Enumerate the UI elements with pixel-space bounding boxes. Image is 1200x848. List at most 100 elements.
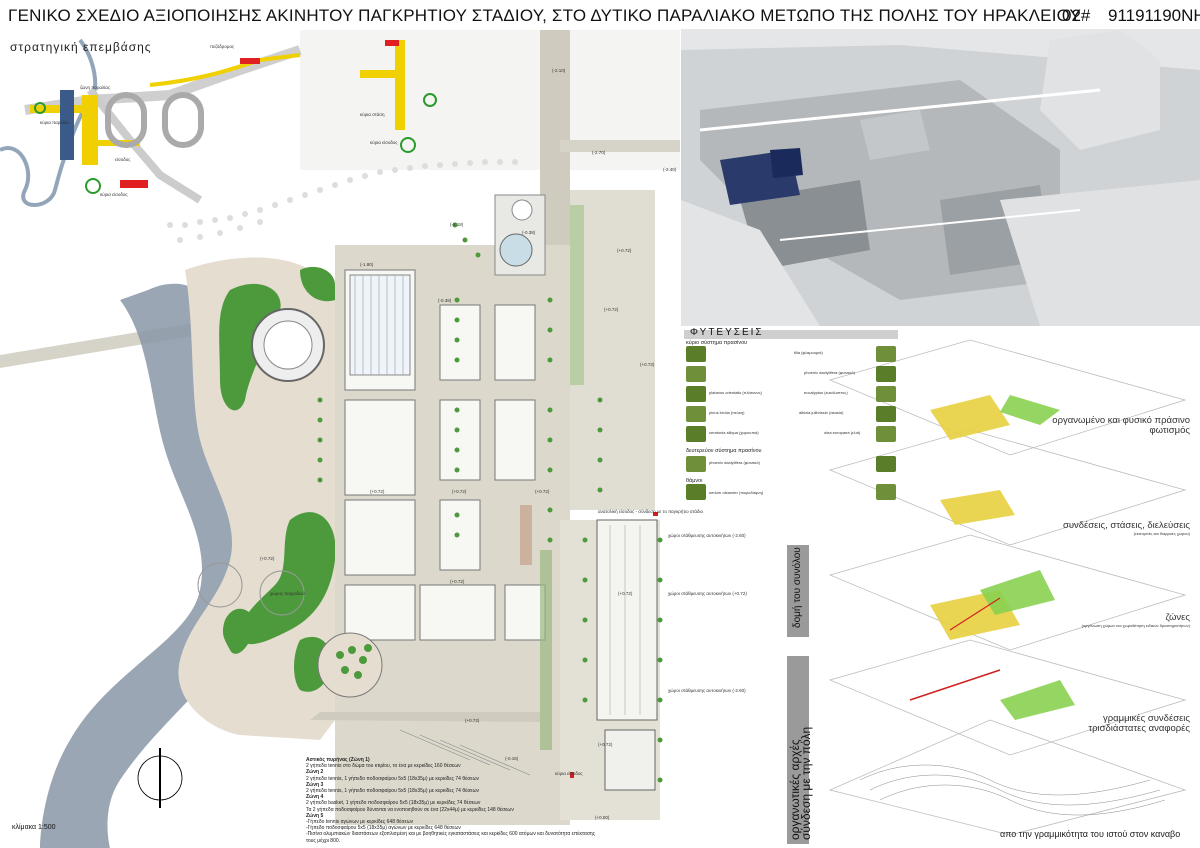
plant-row: tilia (φλαμουριά) — [684, 346, 898, 364]
plants-sub: θάμνοι — [686, 478, 703, 484]
side-label-structure: δομή του συνόλου — [792, 547, 803, 628]
note-heading: Ζώνη 3 — [306, 781, 324, 788]
strategy-note: κύρια είσοδος — [370, 140, 398, 145]
level-label: (+0.00) — [595, 815, 610, 820]
level-label: (+0.72) — [640, 362, 655, 367]
plant-row: phoenix dactylifera (φοινικιά) — [684, 366, 898, 384]
plant-image — [876, 426, 896, 442]
plant-label: pinus brutia (πεύκη) — [709, 410, 745, 415]
plant-label: tilia (φλαμουριά) — [794, 350, 823, 355]
strategy-note: είσοδος — [115, 157, 131, 162]
level-label: (+0.72) — [260, 556, 275, 561]
diagram-caption-line: φυσικό πράσινο — [1122, 415, 1190, 426]
level-label: (+0.72) — [535, 489, 550, 494]
plant-row: platanus orientalis (πλάτανος) eucalyptu… — [684, 386, 898, 404]
plant-label: ceratonia siliqua (χαρουπιά) — [709, 430, 759, 435]
diagram-caption: συνδέσεις, στάσεις, διελεύσεις — [1062, 520, 1190, 531]
note-line: -Γήπεδο tennis αγώνων με κερκίδες 648 θέ… — [306, 819, 414, 826]
plant-image — [876, 366, 896, 382]
diagram-caption-line: οργανωμένο και — [1052, 415, 1120, 426]
plant-image — [686, 366, 706, 382]
plant-label: phoenix dactylifera (φοινικιά) — [804, 370, 855, 375]
parking-label: χώροι στάθμευσης αυτοκινήτων (-2.60) — [668, 533, 746, 538]
sheet-code: 91191190NH — [1108, 6, 1200, 25]
note-heading: Ζώνη 5 — [306, 812, 324, 819]
plant-label: nerium oleander (πικροδάφνη) — [709, 490, 764, 495]
plant-label: phoenix dactylifera (φοινικιά) — [709, 460, 760, 465]
note-line: 2 γήπεδα tennis στο δώμα του κτιρίου, το… — [306, 763, 461, 770]
plant-label: olea europaea (ελιά) — [824, 430, 861, 435]
note-line: -Πισίνα ολυμπιακών διαστάσεων εξοπλισμέν… — [306, 831, 596, 844]
strategy-note: ζώνη παραλίας — [80, 85, 111, 90]
diagram-caption-line: τρισδιάστατες αναφορές — [1088, 723, 1190, 734]
note-line: Τα 2 γήπεδα ποδοσφαίρου δύνανται να ενοπ… — [306, 806, 514, 813]
level-label: (+0.72) — [370, 489, 385, 494]
level-label: (+0.72) — [617, 248, 632, 253]
level-label: (-0.38) — [522, 230, 536, 235]
plant-image — [686, 426, 706, 442]
plant-image — [876, 386, 896, 402]
plant-image — [686, 484, 706, 500]
level-label: (-1.80) — [360, 262, 374, 267]
level-label: (+0.72) — [598, 742, 613, 747]
strategy-label: στρατηγική επεμβάσης — [10, 40, 152, 54]
plant-image — [686, 386, 706, 402]
level-label: (+0.72) — [452, 489, 467, 494]
level-label: (-2.18) — [450, 222, 464, 227]
page-title: ΓΕΝΙΚΟ ΣΧΕΔΙΟ ΑΞΙΟΠΟΙΗΣΗΣ ΑΚΙΝΗΤΟΥ ΠΑΓΚΡ… — [8, 6, 1082, 25]
note-line: 2 γήπεδα tennis, 1 γήπεδο ποδοσφαίρου 5x… — [306, 788, 480, 795]
note-heading: Αστικός πυρήνας (Ζώνη 1) — [306, 757, 370, 763]
plant-image — [686, 456, 706, 472]
diagram-caption: ζώνες — [1165, 612, 1190, 623]
level-label: (+0.72) — [604, 307, 619, 312]
note-heading: Ζώνη 4 — [306, 794, 324, 801]
sheet-number: 02# — [1062, 6, 1091, 25]
strategy-note: κύρια παραλία — [40, 120, 69, 125]
bottom-caption: απο την γραμμικότητα του ιστού στον κανα… — [1000, 829, 1181, 839]
plant-image — [876, 484, 896, 500]
plant-image — [686, 346, 706, 362]
level-label: (-0.16) — [505, 756, 519, 761]
level-label: (+0.72) — [465, 718, 480, 723]
plant-row: phoenix dactylifera (φοινικιά) — [684, 456, 898, 474]
strategy-note: κύρια είσοδος — [100, 192, 128, 197]
note-line: -Γήπεδο ποδοσφαίρου 5x5 (18x35μ) αγώνων … — [306, 825, 461, 832]
note-line: 2 γήπεδα basket, 1 γήπεδο ποδοσφαίρου 5x… — [306, 800, 481, 807]
level-label: (-2.10) — [552, 68, 566, 73]
plant-image — [876, 406, 896, 422]
diagram-caption-line: γραμμικές συνδέσεις — [1102, 713, 1190, 724]
plant-row: pinus brutia (πεύκη) albizia julibrissin… — [684, 406, 898, 424]
scale-label: κλίμακα 1:500 — [12, 824, 56, 831]
parking-label: χώροι στάθμευσης αυτοκινήτων (-2.60) — [668, 688, 746, 693]
strategy-note: κύρια στάση — [360, 112, 385, 117]
level-label: (+0.72) — [618, 591, 633, 596]
plant-row: nerium oleander (πικροδάφνη) — [684, 484, 898, 502]
diagram-subcaption: (οργάνωση χώρων και χωροθέτηση ειδικών δ… — [1081, 623, 1190, 628]
plant-image — [876, 346, 896, 362]
playground-label: χώρος παιχνιδιού — [270, 591, 305, 596]
plant-row: ceratonia siliqua (χαρουπιά) olea europa… — [684, 426, 898, 444]
plants-title: ΦΥΤΕΥΣΕΙΣ — [690, 327, 764, 338]
level-label: (-2.40) — [663, 167, 677, 172]
plant-label: platanus orientalis (πλάτανος) — [709, 390, 763, 395]
program-notes: Αστικός πυρήνας (Ζώνη 1) 2 γήπεδα tennis… — [306, 757, 596, 844]
plant-image — [876, 456, 896, 472]
level-label: (+0.72) — [450, 579, 465, 584]
diagram-caption-line: φωτισμός — [1149, 425, 1190, 436]
level-label: (-2.70) — [592, 150, 606, 155]
entrance-label: ανατολική είσοδος - σύνδεση με το παγκρή… — [598, 509, 703, 514]
side-label-city: σύνδεση με την πόλη — [799, 726, 813, 840]
main-entrance-label: κύρια είσοδος — [555, 771, 583, 776]
plant-label: eucalyptus (ευκάλυπτος) — [804, 390, 848, 395]
plant-image — [686, 406, 706, 422]
note-line: 2 γήπεδα tennis, 1 γήπεδο ποδοσφαίρου 5x… — [306, 775, 480, 782]
diagram-subcaption: (εκπομπές και διαρροές χώρου) — [1133, 531, 1190, 536]
note-heading: Ζώνη 2 — [306, 769, 324, 776]
plants-sub: δευτερεύον σύστημα πρασίνου — [686, 448, 762, 454]
plant-label: albizia julibrissin (ακακία) — [799, 410, 844, 415]
level-label: (-0.38) — [438, 298, 452, 303]
strategy-note: πεζόδρομος — [210, 44, 235, 49]
